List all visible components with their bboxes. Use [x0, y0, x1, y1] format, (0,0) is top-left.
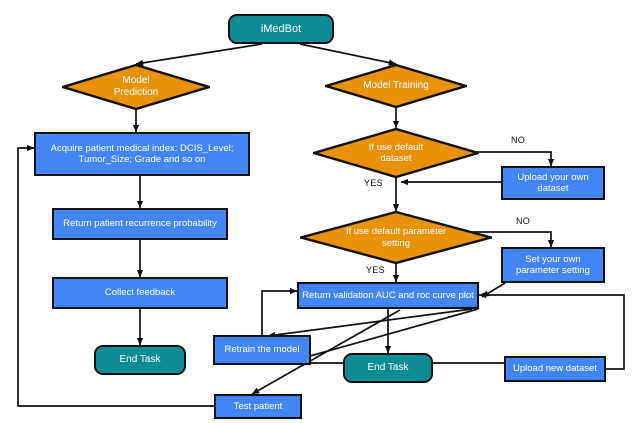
line-2: dataset: [537, 183, 569, 194]
node-end-task-right[interactable]: End Task: [343, 353, 433, 383]
line-1: Model: [122, 75, 150, 87]
node-test-patient-label: Test patient: [233, 400, 283, 412]
line-1: If use default parameter: [345, 226, 447, 238]
line-2: Prediction: [113, 87, 159, 98]
node-if-default-parameter-label: If use default parameter setting: [340, 226, 452, 248]
node-if-default-parameter[interactable]: If use default parameter setting: [300, 211, 492, 264]
node-upload-your-own-dataset-label: Upload your own dataset: [517, 172, 588, 194]
line-2: dataset: [380, 153, 412, 164]
node-upload-new-dataset[interactable]: Upload new dataset: [504, 356, 606, 382]
node-model-prediction-label: Model Prediction: [108, 75, 164, 99]
edge-label-no-dataset: NO: [511, 135, 526, 145]
line-2: Tumor_Size; Grade and so on: [78, 154, 206, 165]
node-retrain-model[interactable]: Retrain the model: [213, 335, 311, 365]
node-model-training[interactable]: Model Training: [325, 64, 467, 108]
edge-label-yes-parameter: YES: [366, 265, 385, 275]
node-end-task-left-label: End Task: [119, 354, 161, 366]
node-end-task-left[interactable]: End Task: [94, 345, 186, 375]
edge-label-yes-dataset: YES: [364, 178, 383, 188]
line-1: Acquire patient medical index: DCIS_Leve…: [50, 142, 234, 154]
node-set-your-own-parameter[interactable]: Set your own parameter setting: [501, 247, 605, 283]
diamond-outline: [62, 64, 210, 110]
node-return-auc-label: Return validation AUC and roc curve plot: [302, 289, 474, 301]
node-model-training-label: Model Training: [363, 80, 429, 92]
node-acquire-patient-index-label: Acquire patient medical index: DCIS_Leve…: [51, 143, 234, 165]
node-imedbot[interactable]: iMedBot: [228, 14, 334, 44]
node-upload-new-dataset-label: Upload new dataset: [513, 363, 597, 375]
line-1: Set your own: [525, 253, 581, 265]
node-if-default-dataset-label: If use default dataset: [363, 142, 429, 164]
node-retrain-model-label: Retrain the model: [224, 344, 300, 356]
line-1: If use default: [368, 141, 424, 153]
line-2: parameter setting: [516, 265, 590, 276]
node-return-probability[interactable]: Return patient recurrence probability: [52, 208, 228, 240]
node-upload-your-own-dataset[interactable]: Upload your own dataset: [501, 166, 605, 200]
node-if-default-dataset[interactable]: If use default dataset: [313, 128, 479, 178]
node-imedbot-label: iMedBot: [260, 22, 302, 35]
diamond-outline: [325, 64, 467, 108]
edge-label-no-parameter: NO: [516, 216, 531, 226]
node-return-probability-label: Return patient recurrence probability: [63, 218, 217, 230]
node-set-your-own-parameter-label: Set your own parameter setting: [516, 254, 590, 276]
node-test-patient[interactable]: Test patient: [214, 394, 302, 419]
line-1: Upload your own: [517, 171, 589, 183]
node-collect-feedback[interactable]: Collect feedback: [52, 277, 228, 309]
node-collect-feedback-label: Collect feedback: [104, 287, 176, 299]
diamond-outline: [313, 128, 479, 178]
node-return-auc[interactable]: Return validation AUC and roc curve plot: [297, 282, 479, 309]
diamond-outline: [300, 211, 492, 264]
node-end-task-right-label: End Task: [367, 362, 409, 374]
node-acquire-patient-index[interactable]: Acquire patient medical index: DCIS_Leve…: [34, 132, 250, 176]
line-2: setting: [382, 237, 410, 249]
node-model-prediction[interactable]: Model Prediction: [62, 64, 210, 110]
